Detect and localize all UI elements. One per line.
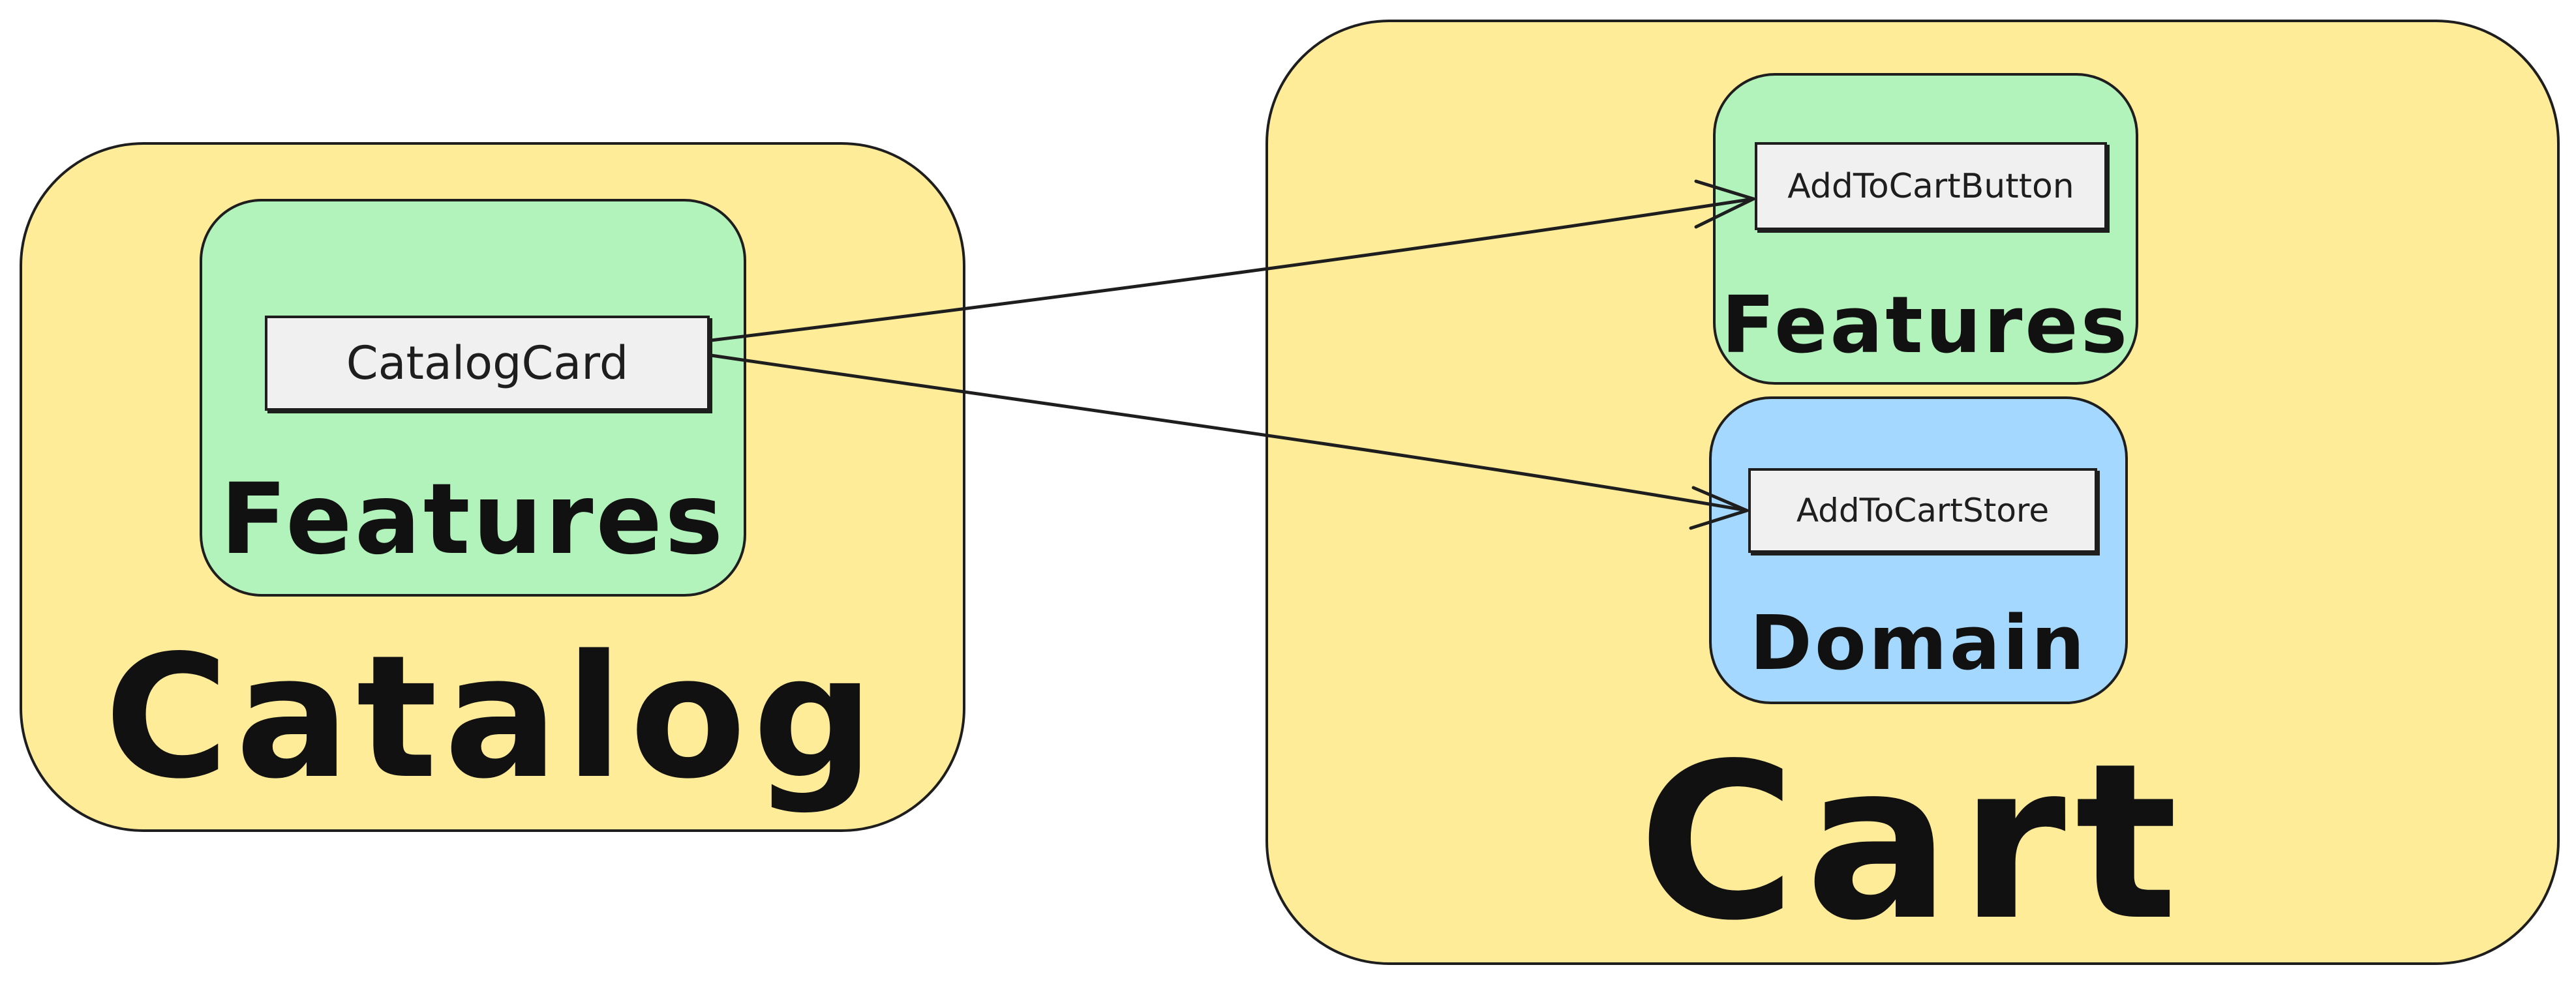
add-to-cart-button-component: AddToCartButton xyxy=(1755,142,2107,230)
catalog-card-label: CatalogCard xyxy=(346,336,629,390)
arrow-catalogcard-to-addtocartbutton xyxy=(709,197,1755,342)
catalog-features-title: Features xyxy=(220,463,726,576)
cart-features-title: Features xyxy=(1721,280,2130,371)
add-to-cart-store-component: AddToCartStore xyxy=(1748,468,2097,553)
arrowhead-addtocartbutton xyxy=(1694,179,1755,229)
catalog-card-component: CatalogCard xyxy=(265,316,710,411)
arrow-catalogcard-to-addtocartstore xyxy=(709,353,1749,512)
arrowhead-addtocartstore xyxy=(1689,486,1749,530)
add-to-cart-button-label: AddToCartButton xyxy=(1787,166,2074,206)
add-to-cart-store-label: AddToCartStore xyxy=(1796,492,2050,529)
cart-module-title: Cart xyxy=(1638,717,2187,968)
cart-domain-title: Domain xyxy=(1750,600,2087,687)
catalog-module-title: Catalog xyxy=(104,619,881,816)
